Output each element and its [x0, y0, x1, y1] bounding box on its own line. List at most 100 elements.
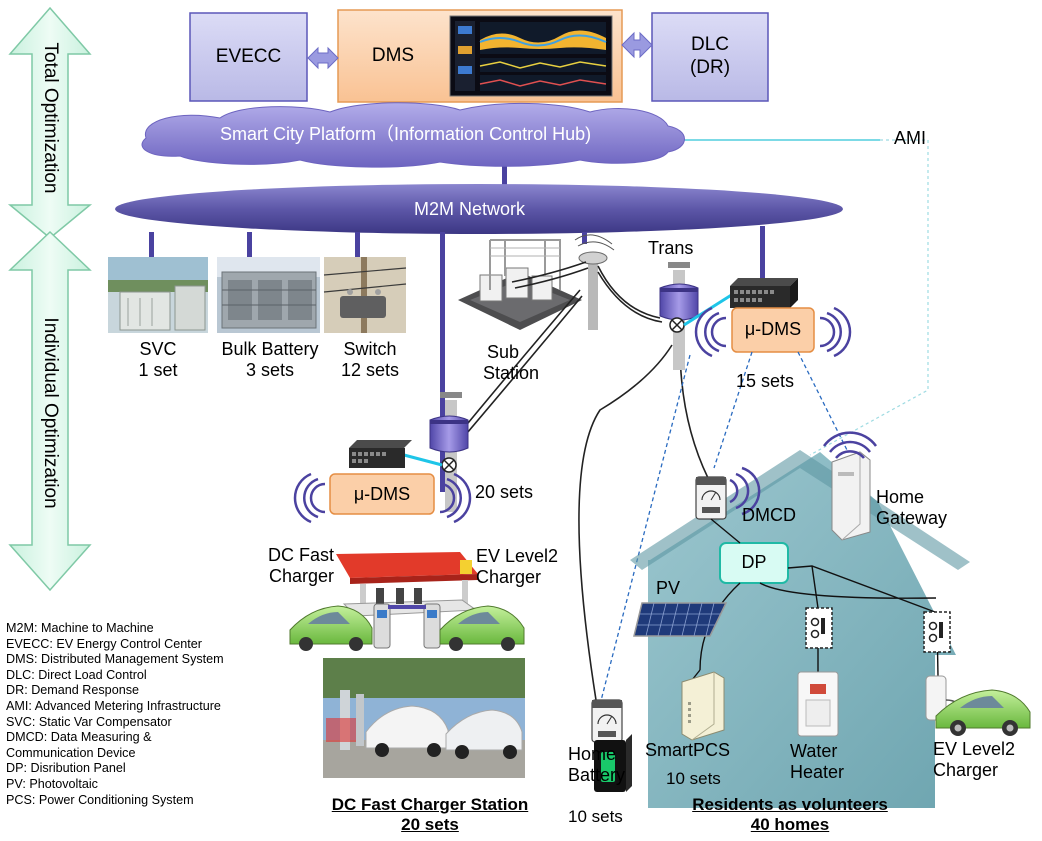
water-heater-unit — [797, 671, 839, 737]
bulk-battery-qty: 3 sets — [245, 359, 295, 380]
breaker-water-heater — [805, 607, 833, 649]
individual-optimization-label: Individual Optimization — [40, 317, 61, 509]
gateway-line1: Home — [876, 487, 925, 507]
dmcd-meter — [695, 476, 727, 520]
platform-network-link — [502, 150, 507, 186]
total-optimization-label: Total Optimization — [40, 42, 61, 194]
home-battery-qty: 10 sets — [568, 807, 623, 826]
breaker-ev-charger — [923, 611, 951, 653]
trans-label: Trans — [648, 238, 694, 258]
glossary-item: DR: Demand Response — [6, 683, 139, 698]
udms-right-signal — [694, 306, 852, 358]
pv-panel — [633, 602, 728, 637]
svc-qty: 1 set — [138, 359, 178, 380]
ev-station-line2: Charger — [476, 566, 542, 587]
water-heater-line2: Heater — [790, 761, 845, 782]
udms-left-box — [329, 473, 435, 515]
glossary-item: SVC: Static Var Compensator — [6, 714, 172, 729]
ev-home-line2: Charger — [933, 759, 999, 780]
udms-right-device — [730, 278, 798, 309]
bulk-battery-label: Bulk Battery 3 sets — [212, 339, 328, 380]
dc-fast-line2: Charger — [268, 565, 335, 586]
charger-link — [388, 605, 426, 609]
dms-label: DMS — [371, 44, 415, 66]
network-drop-links — [149, 226, 765, 492]
m2m-network-label: M2M Network — [414, 199, 526, 219]
dc-fast-charger-label: DC Fast Charger — [268, 545, 334, 586]
dp-box — [719, 542, 789, 584]
bulk-battery-name: Bulk Battery — [221, 339, 319, 359]
home-battery-label: Home Battery — [568, 744, 625, 785]
ev-car-home — [935, 689, 1031, 736]
switch-photo — [323, 257, 407, 333]
dp-label: DP — [741, 552, 767, 572]
ev-car-right — [439, 605, 525, 651]
home-battery-meter — [591, 699, 623, 743]
glossary-item: DP: Disribution Panel — [6, 761, 126, 776]
dc-charger-post — [373, 603, 391, 649]
dlc-label-line1: DLC — [690, 34, 729, 56]
transformer-right — [659, 262, 699, 370]
smart-city-platform-cloud — [141, 102, 685, 168]
pv-label: PV — [656, 578, 681, 598]
udms-left-cable — [403, 453, 443, 467]
substation-line2: Station — [483, 362, 540, 383]
glossary-item: PCS: Power Conditioning System — [6, 792, 194, 807]
svc-photo — [108, 257, 208, 333]
dlc-label: DLC (DR) — [652, 28, 768, 86]
smartpcs-label: SmartPCS — [645, 740, 731, 760]
evecc-box — [189, 12, 308, 102]
ev-station-line1: EV Level2 — [476, 546, 559, 566]
water-heater-label: Water Heater — [790, 741, 844, 782]
dc-fast-line1: DC Fast — [268, 545, 335, 565]
glossary-item: M2M: Machine to Machine — [6, 621, 154, 635]
gateway-signal — [822, 431, 878, 459]
utility-pole-center — [574, 234, 615, 330]
gateway-line2: Gateway — [876, 507, 948, 528]
charger-station-title-line2: 20 sets — [401, 815, 459, 834]
udms-left-label: μ-DMS — [353, 484, 411, 504]
dms-dlc-connector — [621, 31, 653, 59]
glossary-item: DMS: Distributed Management System — [6, 652, 224, 667]
udms-left-device — [349, 440, 412, 468]
charger-station-photo — [323, 658, 525, 778]
ev-home-line1: EV Level2 — [933, 739, 1016, 759]
switch-name: Switch — [343, 339, 397, 359]
ami-label: AMI — [894, 128, 927, 148]
home-gateway-label: Home Gateway — [876, 487, 947, 528]
ev-car-left — [289, 605, 373, 651]
glossary-item: DLC: Direct Load Control — [6, 667, 147, 682]
platform-label: Smart City Platform（Information Control … — [220, 124, 592, 144]
dlc-box — [651, 12, 769, 102]
ev-level2-home-label: EV Level2 Charger — [933, 739, 1015, 780]
evecc-label: EVECC — [215, 45, 282, 67]
charger-station-title-line1: DC Fast Charger Station — [331, 795, 529, 814]
glossary-item: PV: Photovoltaic — [6, 776, 98, 791]
udms-right-box — [731, 307, 815, 353]
glossary: M2M: Machine to Machine EVECC: EV Energy… — [6, 621, 224, 808]
udms-right-label: μ-DMS — [744, 319, 802, 339]
individual-optimization-arrow — [8, 230, 92, 592]
house-shape — [648, 452, 956, 808]
substation-label: Sub Station — [483, 342, 539, 383]
dms-screen-image — [449, 15, 613, 97]
switch-label: Switch 12 sets — [328, 339, 412, 380]
smartpcs-unit — [681, 671, 725, 741]
home-battery-line1: Home — [568, 744, 617, 764]
substation-illustration — [458, 239, 582, 330]
home-gateway-device — [831, 451, 871, 541]
charger-station-title: DC Fast Charger Station 20 sets — [270, 795, 590, 835]
svc-label: SVC 1 set — [118, 339, 198, 380]
udms-left-signal — [293, 472, 472, 524]
substation-line1: Sub — [487, 342, 520, 362]
water-heater-line1: Water — [790, 741, 838, 761]
glossary-item: EVECC: EV Energy Control Center — [6, 636, 202, 651]
residents-title: Residents as volunteers 40 homes — [640, 795, 940, 835]
home-battery-line2: Battery — [568, 764, 626, 785]
udms-left-qty: 20 sets — [475, 482, 534, 502]
bulk-battery-photo — [217, 257, 320, 333]
residents-title-line1: Residents as volunteers — [692, 795, 888, 814]
svc-name: SVC — [139, 339, 177, 359]
